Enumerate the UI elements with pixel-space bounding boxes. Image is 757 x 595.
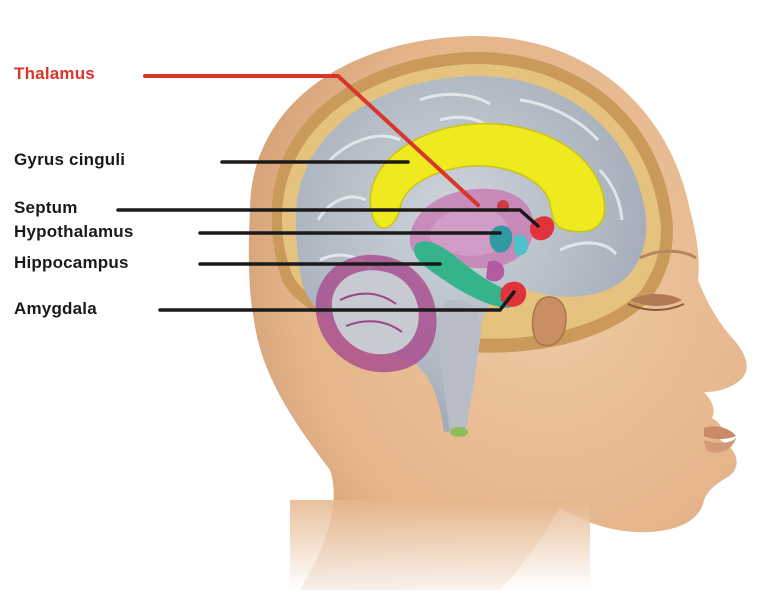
amygdala-label: Amygdala <box>14 299 97 319</box>
gyrus-cinguli-label: Gyrus cinguli <box>14 150 125 170</box>
thalamus-label: Thalamus <box>14 64 95 84</box>
hippocampus-label: Hippocampus <box>14 253 129 273</box>
septum-label: Septum <box>14 198 78 218</box>
hypothalamus-label: Hypothalamus <box>14 222 134 242</box>
